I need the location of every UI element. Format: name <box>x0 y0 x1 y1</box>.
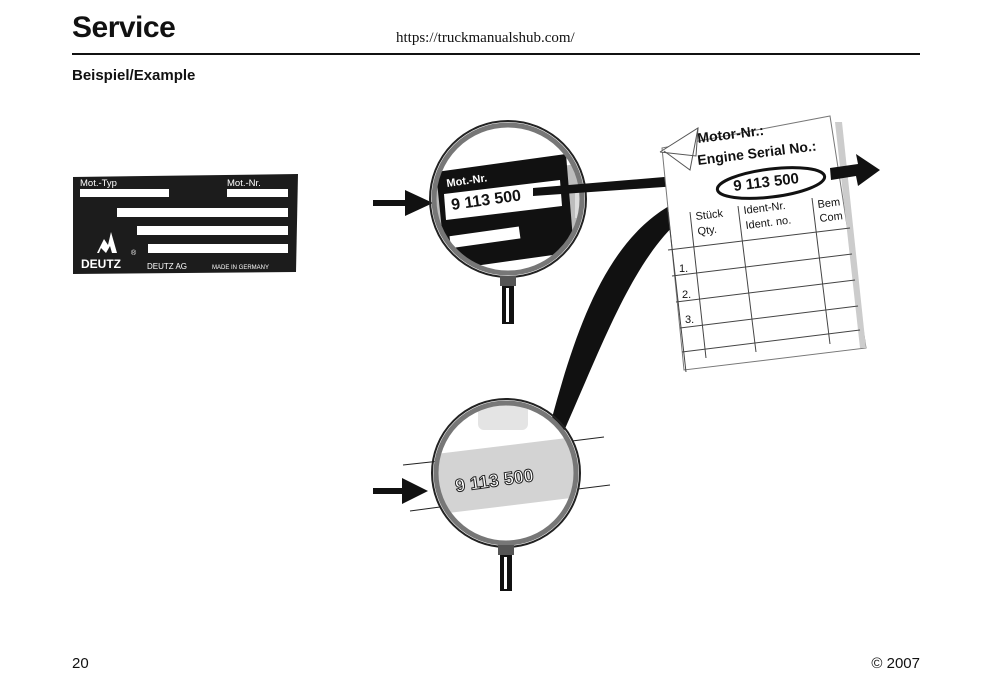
svg-text:2.: 2. <box>682 289 691 301</box>
svg-text:Bem: Bem <box>817 196 841 211</box>
nameplate-type-label: Mot.-Typ <box>80 178 117 189</box>
svg-text:Ident. no.: Ident. no. <box>745 214 792 232</box>
section-label: Beispiel/Example <box>72 67 196 84</box>
magnifier-bottom: 9 113 500 <box>402 398 611 591</box>
copyright: © 2007 <box>871 655 920 672</box>
svg-text:Qty.: Qty. <box>697 224 718 238</box>
svg-text:Com: Com <box>819 210 844 225</box>
nameplate-company: DEUTZ AG <box>147 262 187 271</box>
svg-text:®: ® <box>131 249 137 257</box>
svg-text:DEUTZ: DEUTZ <box>81 257 121 271</box>
svg-text:3.: 3. <box>685 314 694 326</box>
arrow-right-icon <box>373 478 428 504</box>
svg-text:Ident-Nr.: Ident-Nr. <box>743 200 786 217</box>
arrow-right-icon <box>373 190 433 216</box>
arrow-to-form-icon <box>533 168 722 196</box>
nameplate-number-label: Mot.-Nr. <box>227 178 261 189</box>
svg-text:Stück: Stück <box>695 208 724 223</box>
magnifier-top-label: Mot.-Nr. <box>446 172 488 190</box>
page-title: Service <box>72 11 176 44</box>
engine-nameplate: Mot.-Typ Mot.-Nr. DEUTZ ® DEUTZ AG MADE … <box>73 174 298 274</box>
page-number: 20 <box>72 655 89 672</box>
header-url: https://truckmanualshub.com/ <box>396 30 575 46</box>
deutz-logo-icon: DEUTZ ® <box>81 232 137 271</box>
arrow-right-icon <box>830 154 880 186</box>
header-divider <box>72 53 920 55</box>
parts-form: Motor-Nr.: Engine Serial No.: 9 113 500 … <box>659 115 880 373</box>
nameplate-made-in: MADE IN GERMANY <box>212 265 269 271</box>
magnifier-top: Mot.-Nr. 9 113 500 <box>429 120 587 324</box>
svg-text:1.: 1. <box>679 263 688 275</box>
